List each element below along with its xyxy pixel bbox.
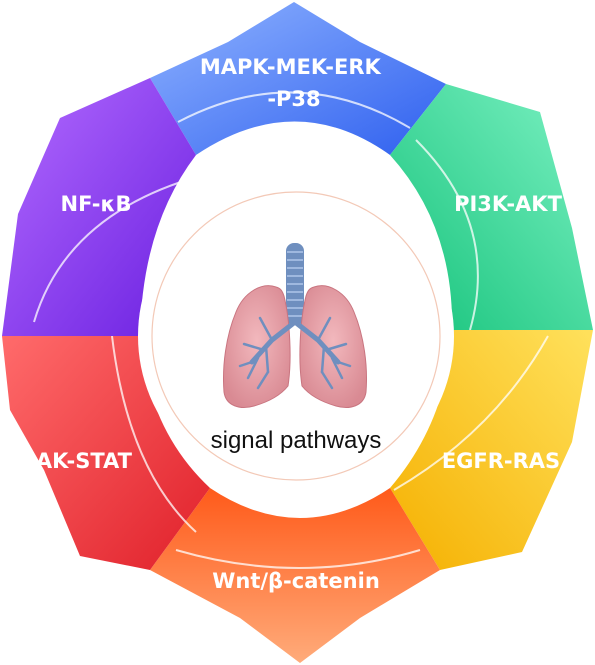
segment-mapk: MAPK-MEK-ERK -P38 [150,2,446,155]
segment-egfr: EGFR-RAS [390,330,593,570]
segment-jak-label: JAK-STAT [26,449,133,473]
segment-mapk-divider [177,91,411,129]
segment-jak-shape [2,336,210,570]
center-ring [151,191,441,481]
segment-jak: JAK-STAT [2,335,210,570]
segment-wnt: Wnt/β-catenin [150,488,440,663]
segment-mapk-label-line1: MAPK-MEK-ERK [200,55,382,79]
segment-nfkb-label: NF-κB [61,192,132,216]
segment-nfkb-shape [2,78,196,336]
segment-mapk-label-line2: -P38 [267,87,320,111]
svg-text:MAPK-MEK-ERK -P38: MAPK-MEK-ERK -P38 [200,55,388,111]
segment-wnt-shape [150,488,440,663]
segment-pi3k-shape [390,84,593,330]
segment-jak-divider [111,335,197,533]
segment-pi3k: PI3K-AKT [390,84,593,331]
segment-wnt-divider [175,549,421,569]
center-label: signal pathways [211,427,382,454]
segment-egfr-label: EGFR-RAS [442,449,560,473]
segment-egfr-shape [390,330,593,570]
lungs-icon [223,243,367,408]
segment-pi3k-label: PI3K-AKT [454,192,563,216]
center-disc [138,178,454,494]
segment-pi3k-divider [415,139,479,331]
segment-mapk-shape [150,2,446,155]
segment-nfkb: NF-κB [2,78,201,336]
segment-egfr-divider [393,335,549,491]
segment-wnt-label: Wnt/β-catenin [212,569,380,593]
segment-nfkb-divider [33,175,201,323]
